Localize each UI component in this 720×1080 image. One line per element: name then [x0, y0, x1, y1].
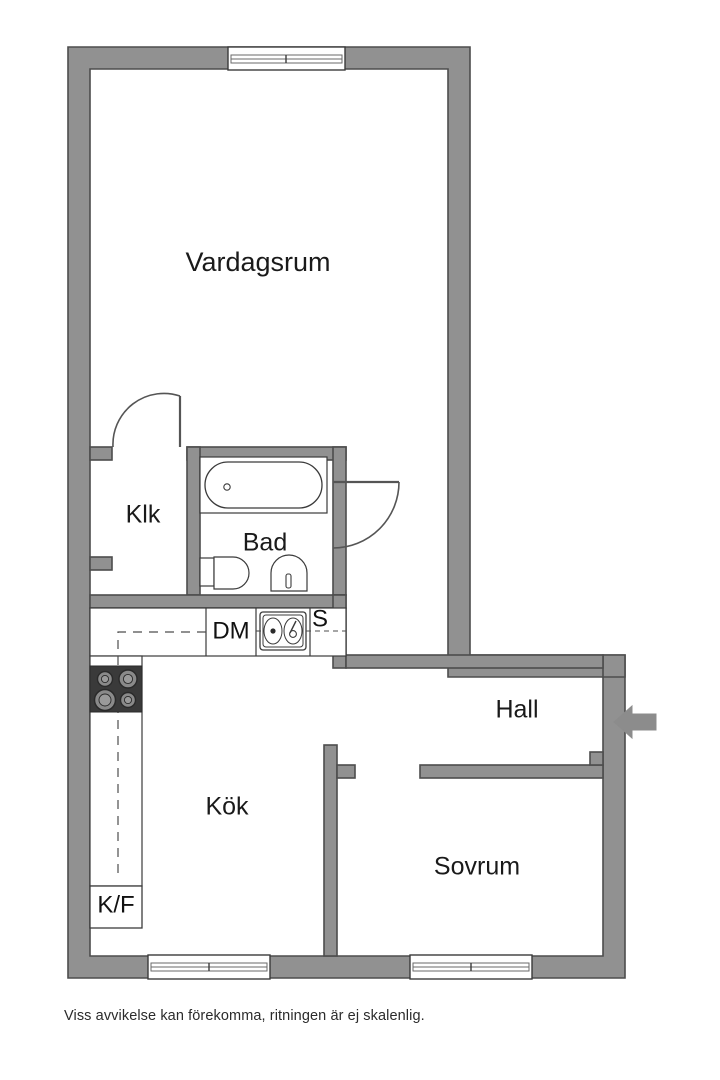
- bathtub: [204, 461, 323, 509]
- wall-bad-right: [332, 446, 347, 596]
- kitchen-sink: [256, 611, 346, 651]
- doors-group: [112, 392, 400, 549]
- entrance-arrow-icon: [613, 704, 657, 740]
- wall-kitchen-bedroom-divider: [323, 744, 338, 957]
- fridge-freezer: [89, 885, 143, 929]
- stove: [89, 665, 143, 713]
- room-label-hall: Hall: [495, 696, 538, 724]
- wall-hall-bedroom-divider: [419, 764, 604, 779]
- toilet: [199, 556, 250, 590]
- appliance-label-fridge: K/F: [97, 891, 134, 918]
- window-kitchen-bottom: [147, 954, 271, 980]
- appliance-label-sink: S: [312, 605, 328, 632]
- wall-klk-left-jog: [89, 556, 113, 571]
- appliance-label-dishwasher: DM: [212, 617, 249, 644]
- wall-klk-top: [89, 446, 113, 461]
- disclaimer-caption: Viss avvikelse kan förekomma, ritningen …: [64, 1008, 425, 1024]
- room-label-vardagsrum: Vardagsrum: [185, 247, 330, 277]
- wall-klk-bad-divider: [186, 446, 201, 596]
- wall-bedroom-stub: [336, 764, 356, 779]
- right-wall-step: [602, 654, 626, 678]
- room-label-bad: Bad: [243, 529, 287, 557]
- windows-group: [147, 46, 533, 980]
- appliance-labels-group: DM S K/F: [97, 605, 328, 918]
- wall-hall-bedroom-jog: [589, 751, 604, 766]
- bathroom-fixtures: [199, 456, 328, 592]
- window-living-top: [227, 46, 346, 71]
- room-label-kok: Kök: [205, 793, 249, 821]
- wall-hall-top: [345, 654, 604, 669]
- room-labels-group: Vardagsrum Klk Bad Kök Hall Sovrum: [126, 247, 539, 880]
- door-klk: [112, 392, 182, 448]
- bathtub-drain-icon: [223, 483, 231, 491]
- upper-cabinet-guide: [117, 631, 206, 876]
- washbasin: [270, 554, 308, 592]
- wall-bath-kitchen-divider: [89, 594, 347, 609]
- room-label-sovrum: Sovrum: [434, 853, 520, 881]
- window-bedroom-bottom: [409, 954, 533, 980]
- door-bad: [332, 480, 400, 549]
- kitchen-group: [89, 607, 347, 929]
- room-label-klk: Klk: [126, 501, 161, 529]
